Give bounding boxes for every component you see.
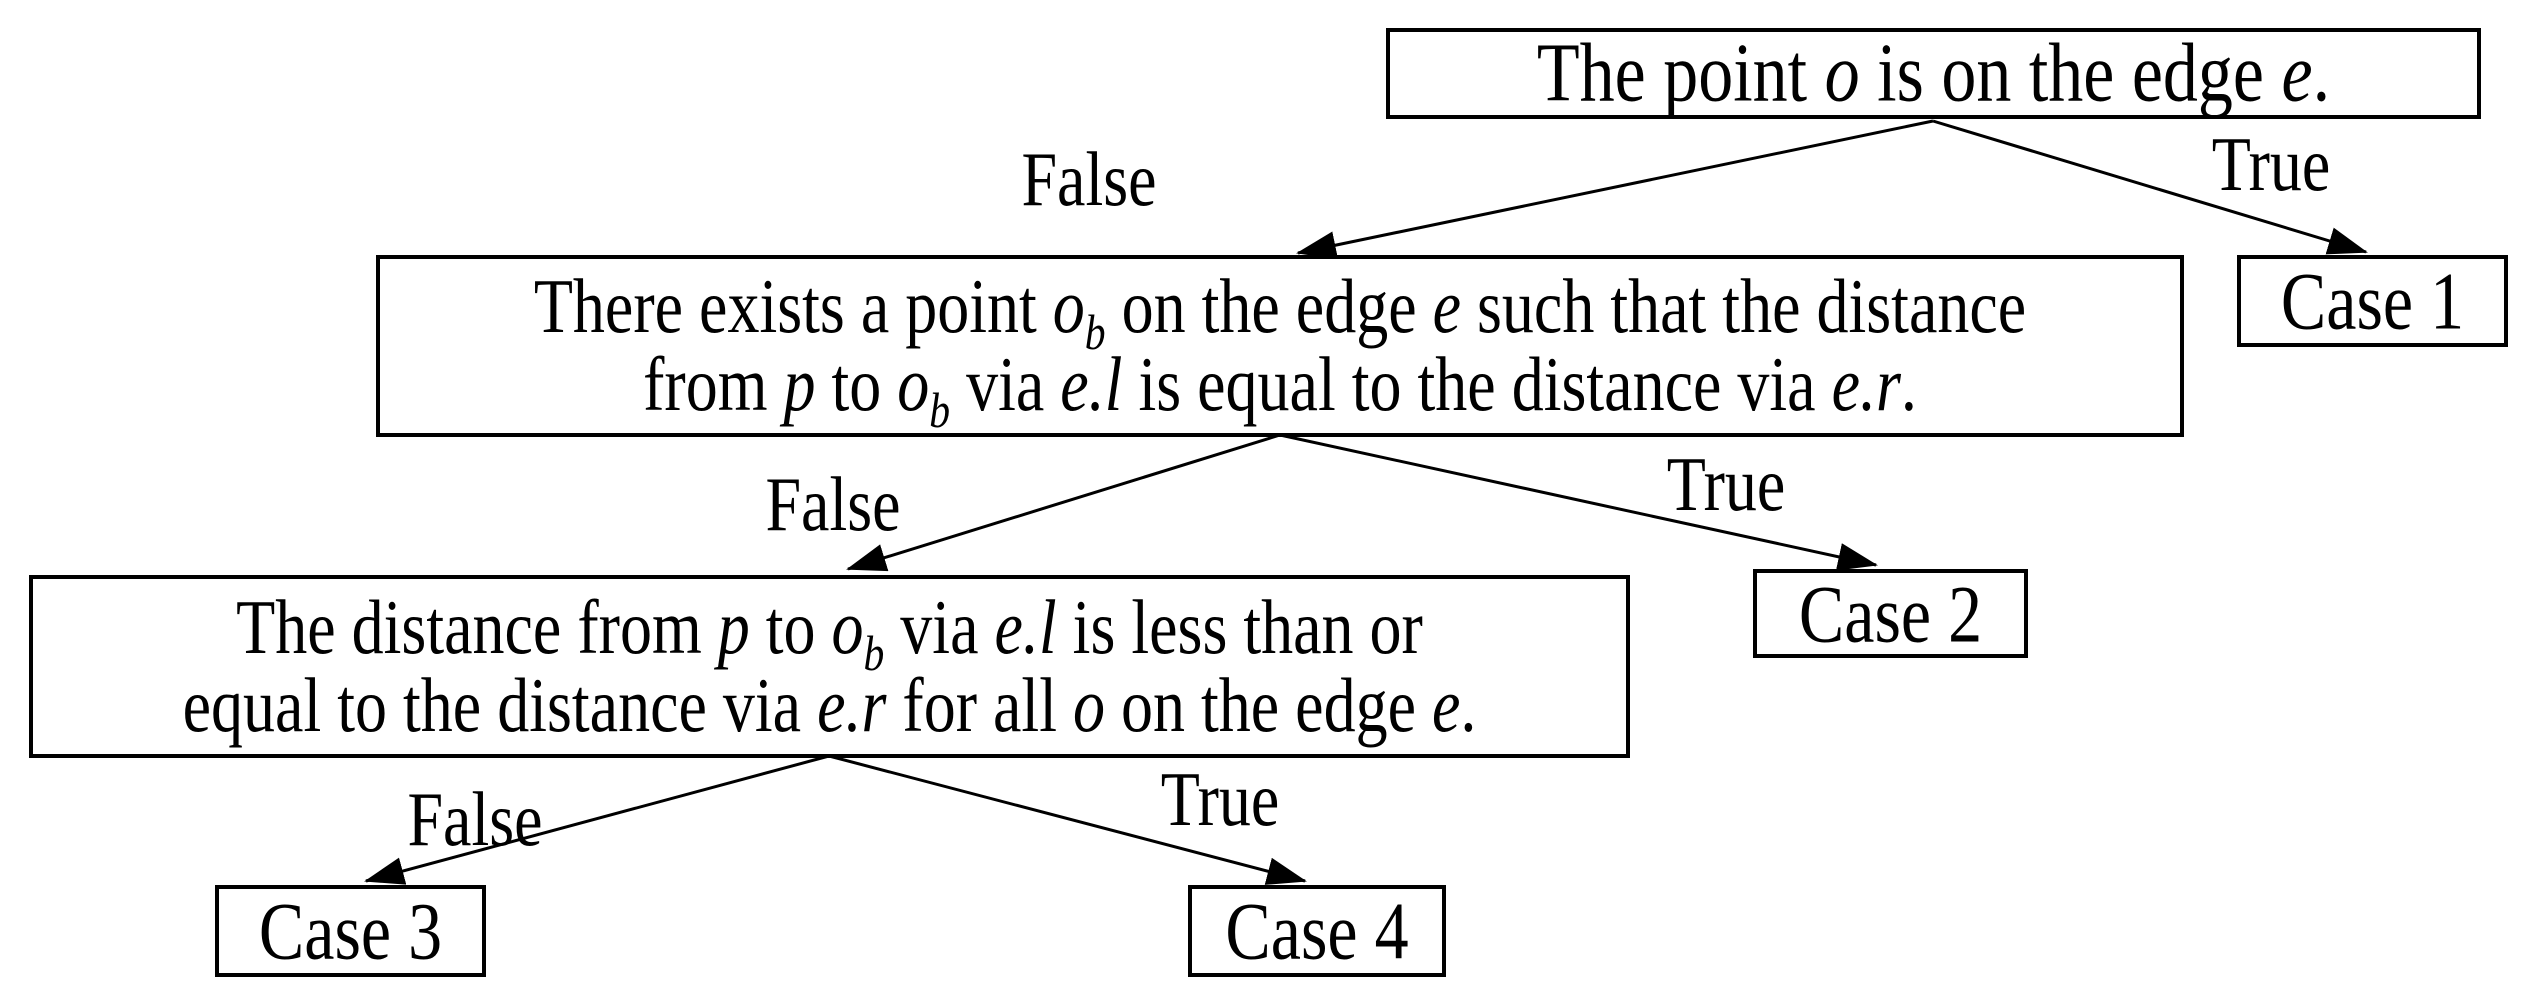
branch-label-decision2-true: True <box>1666 441 1786 527</box>
arrow-decision3-true <box>828 754 1307 885</box>
leaf-node-case-3: Case 3 <box>215 885 486 977</box>
leaf-node-case-4: Case 4 <box>1188 885 1446 977</box>
branch-label-root-false: False <box>1021 136 1157 222</box>
arrow-decision2-false <box>846 433 1281 572</box>
decision-node-exists-ob-line2: from p to ob via e.l is equal to the dis… <box>643 341 1917 438</box>
decision-node-exists-ob-line1: There exists a point ob on the edge e su… <box>533 263 2027 360</box>
arrow-decision3-false <box>364 754 830 885</box>
leaf-node-case-4-label: Case 4 <box>1225 885 1409 977</box>
leaf-node-case-1-label: Case 1 <box>2280 255 2465 347</box>
branch-label-root-true: True <box>2211 121 2331 207</box>
decision-node-root-text: The point o is on the edge e. <box>1536 26 2331 120</box>
decision-node-exists-ob: There exists a point ob on the edge e su… <box>376 255 2184 437</box>
leaf-node-case-2: Case 2 <box>1753 569 2028 658</box>
branch-label-decision2-false: False <box>765 461 901 547</box>
arrow-root-false <box>1296 119 1934 259</box>
arrow-decision2-true <box>1279 433 1878 571</box>
decision-node-distance-compare-line1: The distance from p to ob via e.l is les… <box>236 584 1423 681</box>
branch-label-decision3-true: True <box>1160 756 1280 842</box>
decision-node-root: The point o is on the edge e. <box>1386 26 2481 120</box>
leaf-node-case-2-label: Case 2 <box>1798 567 1983 660</box>
leaf-node-case-3-label: Case 3 <box>258 885 443 977</box>
branch-label-decision3-false: False <box>407 776 543 862</box>
arrow-root-true <box>1932 119 2368 255</box>
leaf-node-case-1: Case 1 <box>2237 255 2508 347</box>
decision-node-distance-compare-line2: equal to the distance via e.r for all o … <box>182 662 1477 748</box>
decision-node-distance-compare: The distance from p to ob via e.l is les… <box>29 575 1630 758</box>
